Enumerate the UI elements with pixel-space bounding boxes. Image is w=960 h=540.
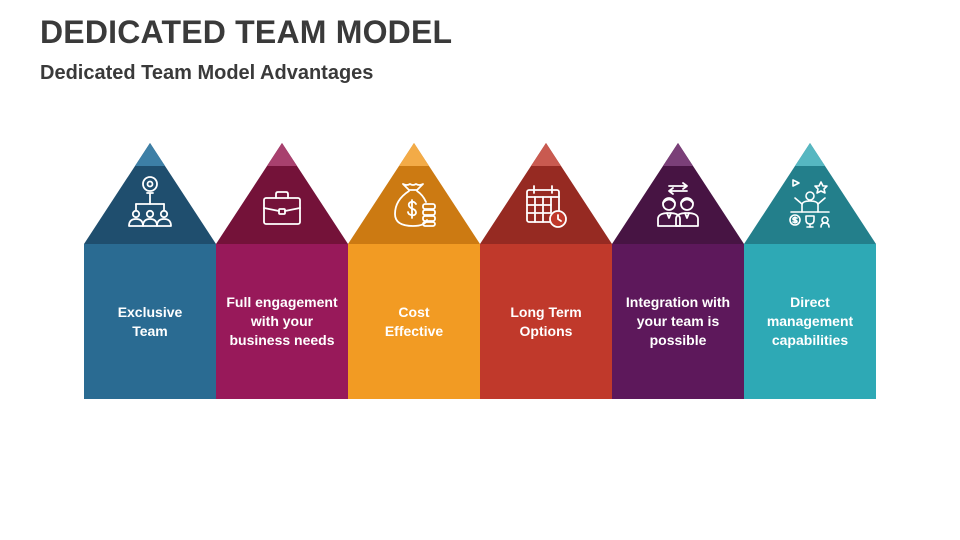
- advantage-box: Cost Effective: [348, 244, 480, 399]
- advantage-long-term: Long Term Options: [480, 143, 612, 399]
- advantage-label: Full engagement with your business needs: [226, 294, 338, 348]
- briefcase-icon: [257, 174, 307, 230]
- advantage-box: Integration with your team is possible: [612, 244, 744, 399]
- triangle-header: [480, 143, 612, 244]
- advantage-cost-effective: Cost Effective: [348, 143, 480, 399]
- calendar-clock-icon: [521, 174, 571, 230]
- advantage-integration: Integration with your team is possible: [612, 143, 744, 399]
- advantage-direct-management: Direct management capabilities: [744, 143, 876, 399]
- triangle-header: [744, 143, 876, 244]
- advantages-row: Exclusive Team Full engagement with your…: [84, 143, 876, 399]
- advantage-full-engagement: Full engagement with your business needs: [216, 143, 348, 399]
- triangle-header: [612, 143, 744, 244]
- advantage-exclusive-team: Exclusive Team: [84, 143, 216, 399]
- advantage-label: Direct management capabilities: [766, 294, 854, 348]
- advantage-box: Exclusive Team: [84, 244, 216, 399]
- advantage-box: Long Term Options: [480, 244, 612, 399]
- advantage-label: Long Term Options: [510, 303, 582, 339]
- advantage-box: Full engagement with your business needs: [216, 244, 348, 399]
- advantage-label: Exclusive Team: [117, 303, 183, 339]
- idea-team-icon: [125, 174, 175, 230]
- advantage-label: Integration with your team is possible: [625, 294, 731, 348]
- team-exchange-icon: [653, 174, 703, 230]
- triangle-header: [348, 143, 480, 244]
- page-title: DEDICATED TEAM MODEL: [40, 14, 453, 50]
- triangle-header: [216, 143, 348, 244]
- management-icon: [785, 174, 835, 230]
- money-bag-icon: [389, 174, 439, 230]
- advantage-box: Direct management capabilities: [744, 244, 876, 399]
- advantage-label: Cost Effective: [384, 303, 444, 339]
- page-subtitle: Dedicated Team Model Advantages: [40, 62, 374, 84]
